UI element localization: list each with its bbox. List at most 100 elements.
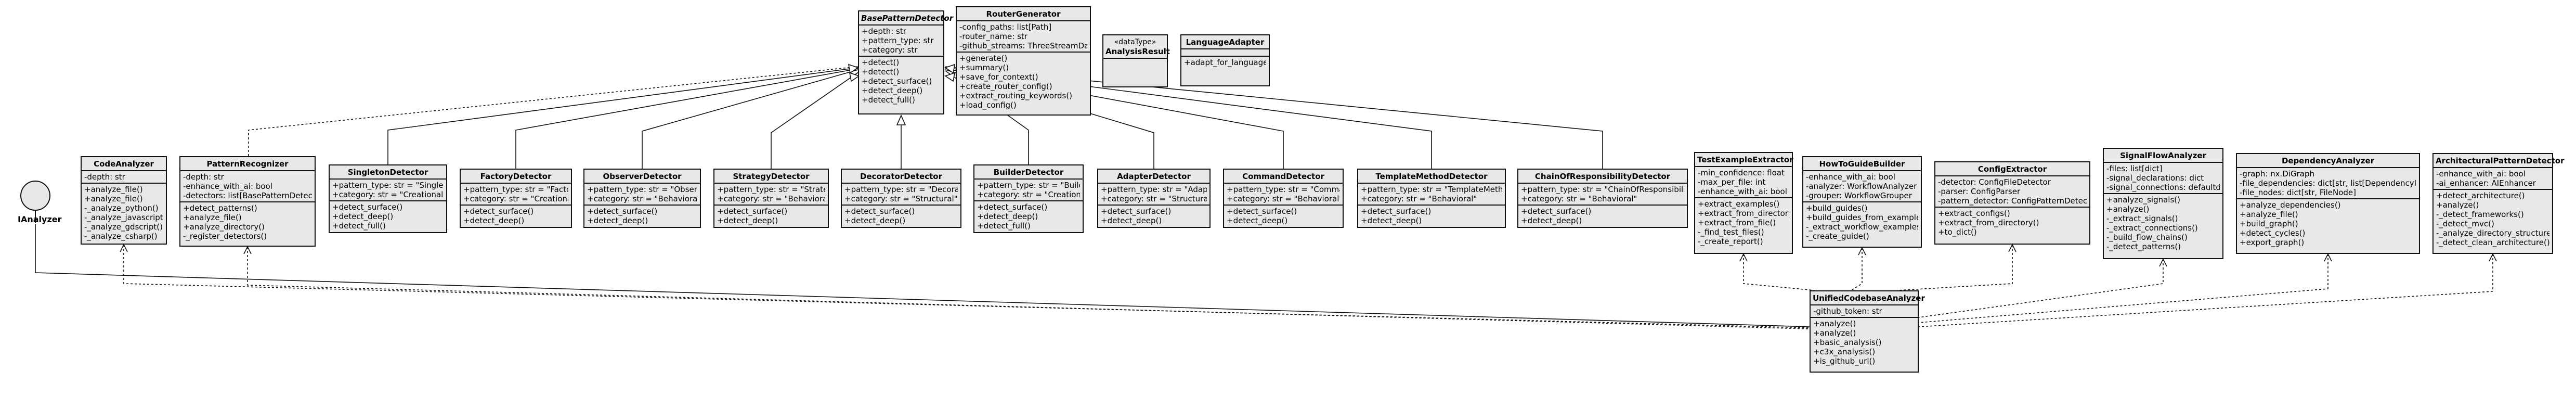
class-box-how-to-guide-builder: HowToGuideBuilder-enhance_with_ai: bool-…: [1802, 156, 1922, 248]
class-title: SingletonDetector: [330, 165, 446, 180]
class-attribute: -detectors: list[BasePatternDetector]: [183, 191, 312, 200]
class-method: +detect_surface(): [332, 202, 403, 212]
class-name: CodeAnalyzer: [94, 159, 154, 169]
class-attribute: +category: str = "Behavioral": [1361, 194, 1477, 203]
class-attribute: -config_paths: list[Path]: [959, 22, 1052, 32]
class-methods: +detect_surface()+detect_deep(): [461, 206, 571, 226]
dep-arrowhead-signal: [2159, 258, 2167, 267]
class-attribute: +pattern_type: str = "Strategy": [717, 185, 825, 194]
class-method: -_detect_clean_architecture(): [2436, 238, 2549, 247]
class-attribute: -signal_declarations: dict: [2106, 173, 2204, 183]
class-attribute: +pattern_type: str = "Builder": [977, 181, 1080, 190]
class-title: BuilderDetector: [974, 165, 1083, 180]
dep-arrowhead-test-example: [1739, 253, 1748, 262]
class-name: ArchitecturalPatternDetector: [2436, 156, 2565, 165]
class-box-test-example-extractor: TestExampleExtractor-min_confidence: flo…: [1694, 152, 1793, 254]
dep-arrowhead-config: [2008, 244, 2016, 252]
class-method: -_build_flow_chains(): [2106, 233, 2188, 242]
class-title: CommandDetector: [1224, 170, 1343, 184]
class-method: +detect_architecture(): [2436, 191, 2525, 200]
class-method: +detect_deep(): [463, 216, 525, 225]
class-attribute: +pattern_type: str = "Observer": [587, 185, 697, 194]
class-method: +detect_surface(): [862, 76, 932, 86]
class-name: AdapterDetector: [1117, 172, 1191, 181]
class-method: +load_config(): [959, 100, 1017, 110]
class-attributes: +pattern_type: str = "Command"+category:…: [1224, 184, 1343, 206]
class-method: -_detect_patterns(): [2106, 242, 2181, 251]
class-methods: +detect_surface()+detect_deep(): [1358, 206, 1505, 226]
class-method: +analyze(): [2436, 200, 2479, 210]
class-method: +analyze_file(): [84, 185, 143, 194]
class-method: +analyze_file(): [84, 194, 143, 203]
inherit-line-chain: [945, 66, 1603, 169]
class-attributes: +pattern_type: str = "Observer"+category…: [584, 184, 700, 206]
class-method: +detect_patterns(): [183, 203, 257, 213]
class-method: +detect(): [862, 67, 900, 76]
class-name: AnalysisResult: [1105, 47, 1170, 56]
class-attributes: -github_token: str: [1811, 305, 1918, 318]
class-attributes: -depth: str-enhance_with_ai: bool-detect…: [180, 171, 315, 202]
class-attribute: +pattern_type: str = "TemplateMethod": [1361, 185, 1502, 194]
class-method: +extract_from_directory(): [1938, 218, 2039, 227]
class-title: FactoryDetector: [461, 170, 571, 184]
class-method: +detect_surface(): [977, 202, 1048, 212]
class-attributes: -files: list[dict]-signal_declarations: …: [2104, 163, 2222, 194]
class-attribute: -enhance_with_ai: bool: [2436, 169, 2526, 178]
class-title: BasePatternDetector: [859, 11, 953, 25]
dep-line-config: [1897, 245, 2013, 291]
class-name: PatternRecognizer: [206, 159, 289, 169]
class-method: -_detect_mvc(): [2436, 219, 2494, 228]
class-method: +extract_configs(): [1938, 209, 2010, 218]
class-attribute: +category: str = "Creational": [463, 194, 568, 203]
class-method: +build_guides_from_examples(): [1806, 213, 1918, 222]
class-attribute: +pattern_type: str: [862, 36, 934, 45]
dep-arrowhead-howto: [1858, 247, 1866, 256]
class-title: DependencyAnalyzer: [2237, 154, 2419, 168]
class-name: DecoratorDetector: [860, 172, 942, 181]
class-box-dependency-analyzer: DependencyAnalyzer-graph: nx.DiGraph-fil…: [2236, 153, 2420, 254]
class-name: BuilderDetector: [993, 168, 1064, 177]
class-title: ConfigExtractor: [1935, 162, 2089, 176]
class-name: RouterGenerator: [986, 9, 1061, 19]
class-methods: +analyze_file()+analyze_file()-_analyze_…: [82, 184, 166, 242]
class-name: CommandDetector: [1242, 172, 1324, 181]
class-method: +detect_full(): [332, 221, 386, 231]
class-method: -_create_guide(): [1806, 232, 1869, 241]
class-attribute: -github_token: str: [1813, 306, 1882, 316]
class-method: +extract_examples(): [1698, 199, 1780, 209]
class-attribute: -min_confidence: float: [1698, 168, 1785, 177]
class-attribute: +category: str = "Behavioral": [1521, 194, 1637, 203]
class-attribute: -grouper: WorkflowGrouper: [1806, 191, 1912, 200]
class-box-architectural-pattern-detector: ArchitecturalPatternDetector -enhance_wit…: [2432, 153, 2565, 254]
class-title: ArchitecturalPatternDetector: [2434, 154, 2565, 168]
class-attribute: +category: str = "Behavioral": [1227, 194, 1340, 203]
class-box-language-adapter: LanguageAdapter+adapt_for_language(): [1180, 34, 1270, 86]
class-box-singleton-detector: SingletonDetector+pattern_type: str = "S…: [329, 164, 447, 233]
class-attribute: +pattern_type: str = "Factory": [463, 185, 568, 194]
class-methods: +detect_surface()+detect_deep(): [1224, 206, 1343, 226]
class-title: UnifiedCodebaseAnalyzer: [1811, 291, 1925, 305]
class-attributes: -depth: str: [82, 171, 166, 184]
class-method: +basic_analysis(): [1813, 338, 1882, 347]
class-methods: +detect_surface()+detect_deep()+detect_f…: [330, 201, 446, 232]
class-method: -_find_test_files(): [1698, 227, 1764, 237]
class-box-strategy-detector: StrategyDetector+pattern_type: str = "St…: [713, 169, 829, 228]
class-method: +analyze(): [2106, 205, 2150, 214]
class-title: TemplateMethodDetector: [1358, 170, 1505, 184]
class-method: +detect_deep(): [332, 212, 394, 221]
dep-line-howto: [1851, 248, 1863, 291]
class-title: AnalysisResult: [1103, 47, 1170, 59]
class-attribute: -file_dependencies: dict[str, list[Depen…: [2240, 178, 2416, 188]
class-name: SingletonDetector: [347, 168, 428, 177]
class-attribute: +category: str: [862, 45, 918, 55]
class-method: +is_github_url(): [1813, 356, 1876, 366]
class-attribute: -graph: nx.DiGraph: [2240, 169, 2315, 178]
inherit-arrowhead-left-2: [849, 72, 860, 82]
class-name: ChainOfResponsibilityDetector: [1534, 172, 1671, 181]
class-methods: +analyze()+analyze()+basic_analysis()+c3…: [1811, 318, 1918, 367]
dep-line-signal: [1918, 259, 2164, 318]
class-attributes: +depth: str+pattern_type: str+category: …: [859, 25, 943, 57]
inherit-line-observer: [642, 69, 858, 169]
class-method: +detect_surface(): [1101, 207, 1172, 216]
class-method: +detect_deep(): [977, 212, 1038, 221]
